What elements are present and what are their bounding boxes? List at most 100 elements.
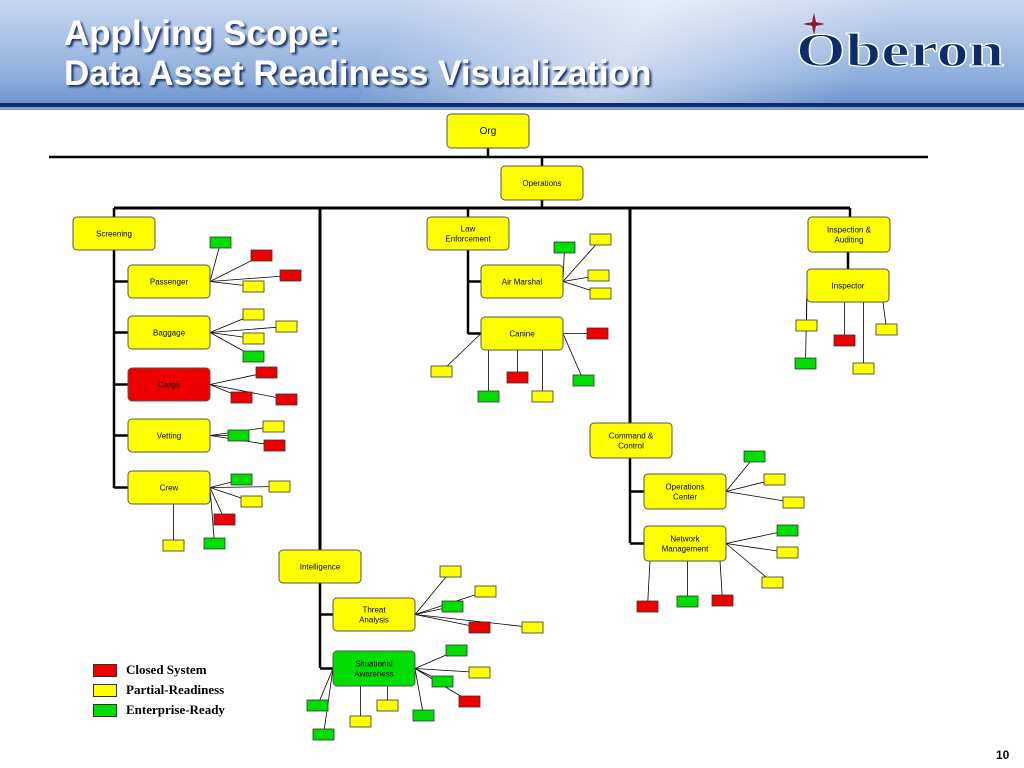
data-asset-enterprise (312, 728, 335, 741)
asset-spoke-line (209, 275, 291, 282)
node-label: Baggage (153, 329, 186, 338)
logo-wordmark: Oberon (796, 24, 1004, 77)
data-asset-closed (250, 249, 273, 262)
node-box (480, 316, 564, 351)
node-label: Air Marshal (502, 278, 543, 287)
node-box (806, 268, 890, 303)
node-box (332, 650, 416, 687)
data-asset-enterprise (227, 429, 250, 442)
asset-spoke-line (414, 571, 451, 615)
data-asset-partial (240, 495, 263, 508)
data-asset-enterprise (412, 709, 435, 722)
node-box (278, 549, 362, 584)
node-label: Vetting (157, 432, 181, 441)
data-asset-partial (587, 269, 610, 282)
node-label: Canine (509, 330, 535, 339)
node-inspection-auditing: Inspection &Auditing (807, 216, 891, 253)
asset-spoke-line (562, 239, 601, 282)
data-asset-partial (242, 308, 265, 321)
data-asset-closed (586, 327, 609, 340)
data-asset-closed (506, 371, 529, 384)
node-box (426, 216, 510, 251)
data-asset-partial (430, 365, 453, 378)
node-label: Inspection &Auditing (827, 226, 872, 245)
data-asset-closed (230, 391, 253, 404)
data-asset-partial (242, 280, 265, 293)
data-asset-partial (763, 473, 786, 486)
header-rule (0, 103, 1024, 107)
data-asset-enterprise (477, 390, 500, 403)
data-asset-partial (275, 320, 298, 333)
node-box (332, 597, 416, 632)
data-asset-partial (776, 546, 799, 559)
node-intelligence: Intelligence (278, 549, 362, 584)
data-asset-enterprise (445, 644, 468, 657)
node-box (127, 315, 211, 350)
data-asset-closed (458, 695, 481, 708)
data-asset-closed (711, 594, 734, 607)
data-asset-enterprise (242, 350, 265, 363)
asset-spoke-line (209, 487, 215, 544)
asset-spoke-line (725, 543, 773, 583)
page-number: 10 (996, 748, 1010, 762)
data-asset-partial (761, 576, 784, 589)
data-asset-closed (636, 600, 659, 613)
asset-spoke-line (209, 326, 287, 333)
node-command-control: Command &Control (589, 422, 673, 459)
asset-spoke-line (725, 491, 794, 503)
data-asset-partial (474, 585, 497, 598)
data-asset-closed (833, 334, 856, 347)
data-asset-partial (262, 420, 285, 433)
node-box (127, 418, 211, 453)
node-label: Intelligence (300, 563, 341, 572)
data-asset-partial (782, 496, 805, 509)
asset-spoke-line (719, 560, 723, 601)
node-box (72, 216, 156, 251)
asset-spoke-line (414, 614, 533, 628)
data-asset-partial (242, 332, 265, 345)
legend-label-partial: Partial-Readiness (126, 682, 225, 697)
node-box (446, 113, 530, 149)
node-box (127, 264, 211, 299)
asset-spoke-line (562, 333, 584, 381)
oberon-logo: Oberon (796, 13, 1005, 78)
data-asset-enterprise (743, 450, 766, 463)
data-asset-partial (521, 621, 544, 634)
node-box (589, 422, 673, 459)
data-asset-closed (255, 366, 278, 379)
data-asset-enterprise (676, 595, 699, 608)
data-asset-partial (162, 539, 185, 552)
node-box (643, 525, 727, 562)
data-asset-closed (213, 513, 236, 526)
data-asset-enterprise (209, 236, 232, 249)
node-label: Inspector (832, 282, 865, 291)
node-cargo: Cargo (127, 367, 211, 402)
node-box (480, 264, 564, 299)
node-vetting: Vetting (127, 418, 211, 453)
node-label: Cargo (158, 381, 180, 390)
data-asset-enterprise (553, 241, 576, 254)
data-asset-partial (376, 699, 399, 712)
node-label: Passenger (150, 278, 189, 287)
node-box (807, 216, 891, 253)
legend-swatch-closed (93, 664, 117, 677)
node-inspector: Inspector (806, 268, 890, 303)
data-asset-partial (439, 565, 462, 578)
legend-swatch-enterprise (93, 704, 117, 717)
data-asset-enterprise (306, 699, 329, 712)
logo-star-icon (803, 13, 825, 35)
data-asset-closed (279, 269, 302, 282)
data-asset-partial (268, 480, 291, 493)
data-asset-partial (589, 287, 612, 300)
node-passenger: Passenger (127, 264, 211, 299)
node-box (127, 470, 211, 505)
data-asset-partial (589, 233, 612, 246)
asset-spoke-line (209, 242, 221, 282)
